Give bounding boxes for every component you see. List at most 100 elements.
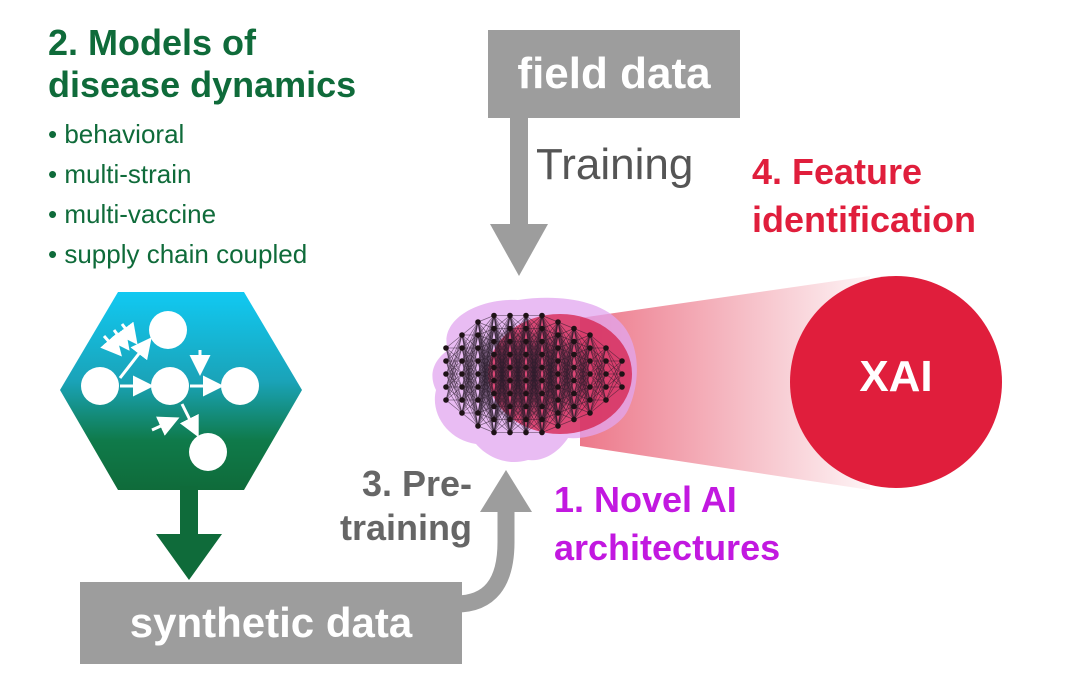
network-connection	[477, 328, 495, 427]
network-neuron	[459, 397, 465, 403]
network-neuron	[443, 397, 449, 403]
network-connection	[477, 393, 495, 427]
network-neuron	[459, 384, 465, 390]
network-neuron	[491, 364, 497, 371]
xai-circle	[790, 276, 1002, 488]
network-connection	[461, 321, 479, 388]
network-neuron	[539, 416, 545, 423]
network-neuron	[603, 345, 609, 351]
network-neuron	[459, 371, 465, 377]
network-neuron	[587, 371, 593, 377]
network-connection	[477, 315, 495, 336]
network-neuron	[523, 338, 529, 345]
network-connection	[509, 315, 527, 342]
novel-ai-line1: 1. Novel AI	[554, 479, 737, 520]
network-connection	[557, 419, 575, 427]
network-neuron	[523, 429, 529, 436]
models-item-multi-strain: multi-strain	[48, 154, 307, 194]
network-connection	[541, 412, 559, 433]
pretraining-line1: 3. Pre-	[361, 463, 472, 504]
network-connection	[493, 315, 511, 329]
network-connection	[445, 399, 463, 414]
network-neuron	[507, 351, 513, 358]
network-connection	[573, 334, 591, 407]
network-connection	[493, 419, 511, 433]
network-connection	[541, 321, 559, 394]
models-title-line2: disease dynamics	[48, 64, 357, 105]
network-connection	[541, 321, 559, 381]
models-item-multi-vaccine: multi-vaccine	[48, 194, 307, 234]
network-connection	[589, 347, 607, 414]
synthetic-data-label: synthetic data	[129, 599, 413, 646]
network-connection	[573, 334, 591, 355]
network-neuron	[491, 429, 497, 436]
network-connection	[509, 315, 527, 381]
network-connection	[541, 321, 559, 329]
models-item-behavioral: behavioral	[48, 114, 307, 154]
network-connection	[573, 399, 591, 420]
network-connection	[589, 347, 607, 362]
network-connection	[557, 354, 575, 427]
network-connection	[477, 315, 495, 427]
network-connection	[461, 321, 479, 336]
network-connection	[477, 425, 495, 433]
green-down-arrow	[156, 486, 222, 580]
network-connection	[525, 328, 543, 433]
feature-line1: 4. Feature	[752, 151, 923, 192]
network-neuron	[571, 390, 577, 397]
xai-label: XAI	[859, 352, 933, 401]
network-neuron	[571, 338, 577, 345]
network-connection	[605, 360, 623, 401]
network-connection	[445, 334, 463, 388]
network-connection	[445, 360, 463, 401]
network-connection	[589, 386, 607, 414]
network-neuron	[587, 410, 593, 416]
network-neuron	[491, 403, 497, 410]
network-neuron	[539, 403, 545, 410]
network-neuron	[555, 397, 561, 403]
network-neuron	[555, 410, 561, 416]
network-neuron	[571, 377, 577, 384]
network-neuron	[523, 416, 529, 423]
network-neurons	[443, 312, 625, 436]
network-connection	[461, 412, 479, 427]
network-neuron	[571, 325, 577, 332]
network-connection	[477, 315, 495, 349]
network-neuron	[555, 345, 561, 351]
network-connection	[557, 328, 575, 375]
network-connection	[541, 347, 559, 433]
network-neuron	[539, 429, 545, 436]
network-connection	[573, 373, 591, 420]
network-connection	[445, 386, 463, 401]
network-neuron	[491, 377, 497, 384]
network-neuron	[491, 338, 497, 345]
network-connection	[573, 334, 591, 381]
network-connection	[573, 347, 591, 420]
network-connection	[493, 367, 511, 433]
network-neuron	[619, 384, 625, 390]
network-neuron	[475, 319, 481, 325]
pretraining-line2: training	[340, 507, 472, 548]
brain-network	[432, 297, 637, 463]
network-neuron	[555, 423, 561, 429]
network-connection	[589, 334, 607, 349]
network-connection	[605, 360, 623, 388]
network-neuron	[539, 325, 545, 332]
network-connection	[461, 321, 479, 375]
network-neuron	[475, 332, 481, 338]
field-data-box: field data	[488, 30, 740, 118]
network-neuron	[539, 312, 545, 319]
network-neuron	[507, 312, 513, 319]
network-connection	[461, 386, 479, 414]
network-neuron	[571, 403, 577, 410]
network-connection	[445, 334, 463, 401]
network-neuron	[603, 371, 609, 377]
network-connection	[525, 393, 543, 433]
network-connection	[525, 315, 543, 329]
network-connection	[525, 315, 543, 355]
network-connection	[445, 347, 463, 401]
network-connection	[557, 406, 575, 427]
network-neuron	[491, 390, 497, 397]
network-neuron	[459, 358, 465, 364]
network-neuron	[507, 377, 513, 384]
